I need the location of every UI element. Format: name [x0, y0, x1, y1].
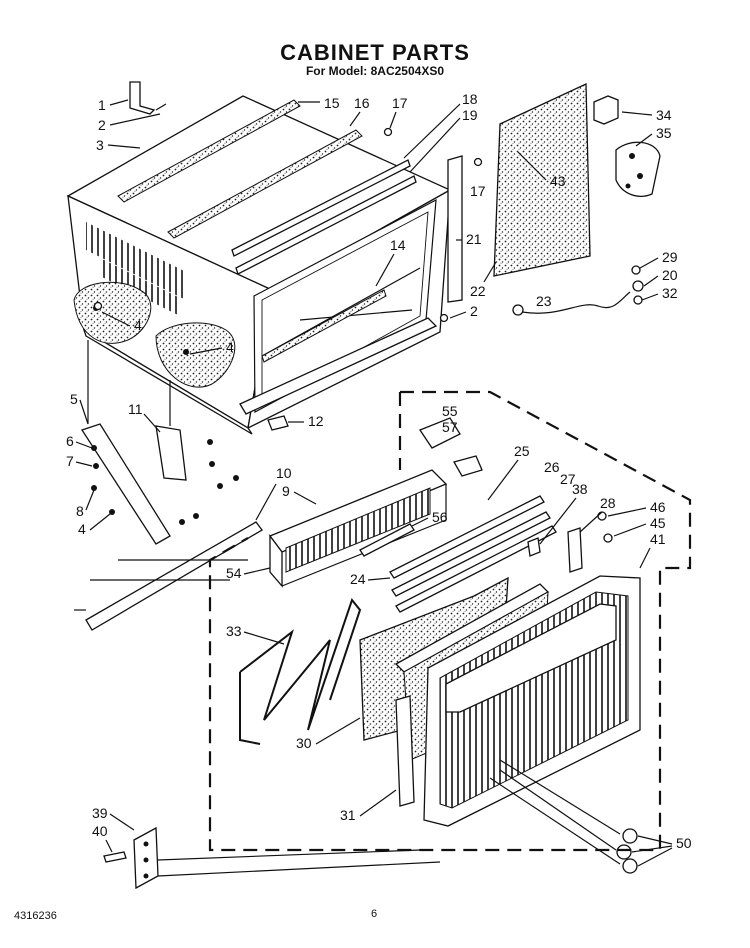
- label-23: 23: [536, 293, 552, 309]
- label-8: 8: [76, 503, 84, 519]
- label-29: 29: [662, 249, 678, 265]
- label-45: 45: [650, 515, 666, 531]
- bracket-31: [395, 695, 415, 807]
- label-21: 21: [466, 231, 482, 247]
- label-46: 46: [650, 499, 666, 515]
- label-27: 27: [560, 471, 576, 487]
- callout-labels: 1 2 3 15 16 17 18 19 34 35 17 43 14 21 2…: [66, 91, 692, 867]
- knobs-50: [489, 759, 638, 874]
- label-17a: 17: [392, 95, 408, 111]
- label-10: 10: [276, 465, 292, 481]
- label-56: 56: [432, 509, 448, 525]
- label-55: 55: [442, 403, 458, 419]
- heater-element-33: [239, 597, 362, 745]
- leader-guides: [87, 340, 248, 581]
- louver-set: [389, 495, 557, 613]
- mounting-rail-10: [85, 521, 263, 631]
- cabinet-screws: [93, 127, 483, 323]
- small-fittings: [527, 511, 613, 573]
- label-39: 39: [92, 805, 108, 821]
- label-26: 26: [544, 459, 560, 475]
- label-54: 54: [226, 565, 242, 581]
- label-18: 18: [462, 91, 478, 107]
- document-number: 4316236: [14, 910, 57, 922]
- label-38: 38: [572, 481, 588, 497]
- label-41: 41: [650, 531, 666, 547]
- label-15: 15: [324, 95, 340, 111]
- bracket-39: [103, 826, 441, 890]
- label-30: 30: [296, 735, 312, 751]
- bracket-1: [129, 81, 167, 115]
- label-31: 31: [340, 807, 356, 823]
- label-24: 24: [350, 571, 366, 587]
- label-11: 11: [128, 401, 143, 417]
- label-33: 33: [226, 623, 242, 639]
- front-grille: [423, 575, 641, 827]
- support-legs: [80, 423, 239, 545]
- label-4a: 4: [134, 317, 142, 333]
- assembly-boundary: [208, 390, 692, 852]
- label-34: 34: [656, 107, 672, 123]
- top-rails: [117, 99, 417, 363]
- label-17b: 17: [470, 183, 486, 199]
- label-14: 14: [390, 237, 406, 253]
- shaft-56: [359, 523, 415, 557]
- control-housing: [268, 469, 448, 588]
- label-1: 1: [98, 97, 106, 113]
- label-4b: 4: [226, 339, 234, 355]
- label-9: 9: [282, 483, 290, 499]
- label-20: 20: [662, 267, 678, 283]
- label-16: 16: [354, 95, 370, 111]
- label-25: 25: [514, 443, 530, 459]
- label-2b: 2: [470, 303, 478, 319]
- page-title: CABINET PARTS: [280, 40, 470, 65]
- cabinet-shell: [66, 95, 452, 435]
- label-50: 50: [676, 835, 692, 851]
- label-19: 19: [462, 107, 478, 123]
- side-panel: [447, 82, 591, 303]
- label-40: 40: [92, 823, 108, 839]
- label-43: 43: [550, 173, 566, 189]
- label-35: 35: [656, 125, 672, 141]
- label-6: 6: [66, 433, 74, 449]
- label-4c: 4: [78, 521, 86, 537]
- label-3: 3: [96, 137, 104, 153]
- label-32: 32: [662, 285, 678, 301]
- top-right-parts: [593, 95, 661, 197]
- label-22: 22: [470, 283, 486, 299]
- page-number: 6: [371, 908, 378, 920]
- label-7: 7: [66, 453, 74, 469]
- label-5: 5: [70, 391, 78, 407]
- model-subtitle: For Model: 8AC2504XS0: [305, 64, 445, 78]
- ground-wire: [512, 265, 644, 316]
- label-12: 12: [308, 413, 324, 429]
- control-knobs: [419, 417, 483, 477]
- label-57: 57: [442, 419, 458, 435]
- label-2: 2: [98, 117, 106, 133]
- plug-12: [267, 415, 289, 431]
- label-28: 28: [600, 495, 616, 511]
